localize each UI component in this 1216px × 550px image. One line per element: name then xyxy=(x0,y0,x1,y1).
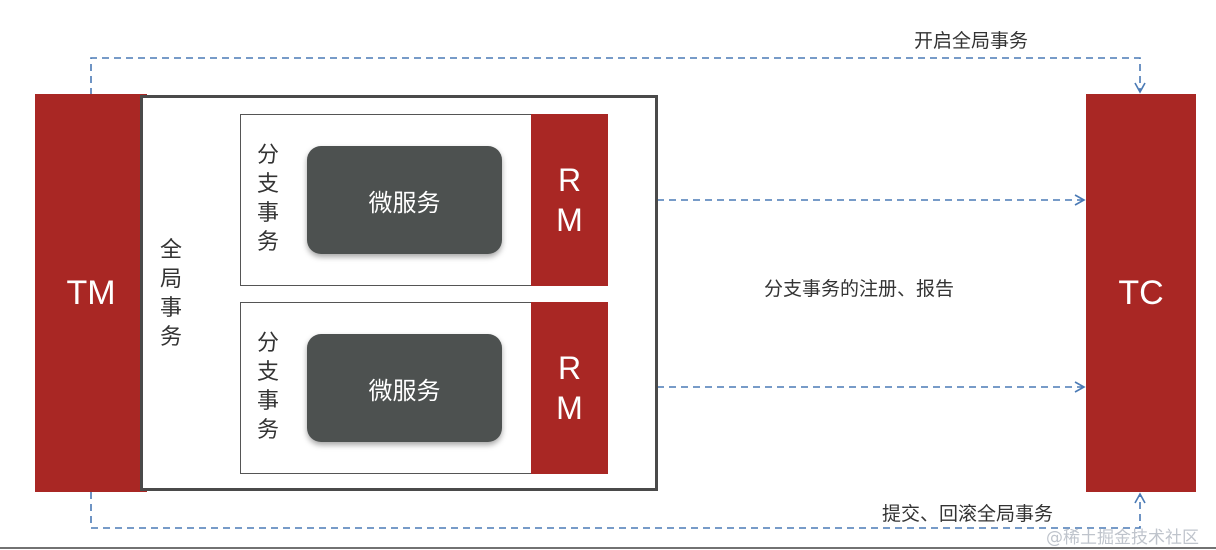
microservice-label-1: 微服务 xyxy=(368,188,441,217)
commit-rollback-arrow xyxy=(90,492,1146,529)
global-transaction-label: 全局事务 xyxy=(159,238,182,350)
register-report-label: 分支事务的注册、报告 xyxy=(764,278,955,300)
microservice-box-1: 微服务 xyxy=(307,146,502,254)
branch-transaction-label-1: 分支事务 xyxy=(256,143,279,255)
tm-label: TM xyxy=(66,273,116,312)
tm-block: TM xyxy=(35,94,147,492)
branch-transaction-label-2: 分支事务 xyxy=(256,331,279,443)
rm-block-1: R M xyxy=(531,114,608,286)
tc-label: TC xyxy=(1118,273,1164,312)
rm-1-line1: R xyxy=(557,162,582,198)
start-global-arrow xyxy=(90,57,1146,95)
rm-1-line2: M xyxy=(556,202,583,238)
tc-block: TC xyxy=(1086,94,1196,492)
rm-2-line2: M xyxy=(556,390,583,426)
watermark: @稀土掘金技术社区 xyxy=(1046,528,1199,548)
microservice-label-2: 微服务 xyxy=(368,376,441,405)
start-global-label: 开启全局事务 xyxy=(914,30,1029,52)
rm-2-line1: R xyxy=(557,350,582,386)
microservice-box-2: 微服务 xyxy=(307,334,502,442)
commit-rollback-label: 提交、回滚全局事务 xyxy=(882,503,1054,525)
rm-block-2: R M xyxy=(531,302,608,474)
